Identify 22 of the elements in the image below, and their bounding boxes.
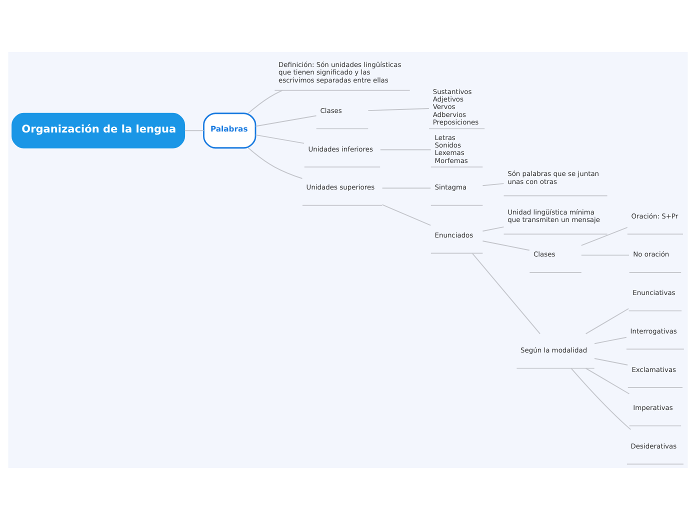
connector [382, 188, 432, 189]
connector [382, 204, 432, 226]
connector [482, 183, 504, 186]
connector [184, 130, 204, 132]
connector [594, 336, 627, 344]
connector [585, 308, 630, 334]
connector [594, 358, 628, 366]
connector [482, 226, 504, 232]
connector [472, 253, 541, 334]
connector [380, 149, 432, 150]
connector [248, 90, 283, 114]
connector [255, 115, 317, 127]
node-box: Palabras [203, 112, 256, 149]
connector [580, 254, 630, 256]
connector [255, 134, 305, 144]
connector [482, 240, 530, 251]
connector [585, 368, 630, 394]
connector [368, 108, 430, 112]
connector [570, 368, 632, 430]
node-box: Organización de la lengua [12, 112, 186, 148]
connector [248, 147, 303, 179]
connector [580, 226, 628, 246]
